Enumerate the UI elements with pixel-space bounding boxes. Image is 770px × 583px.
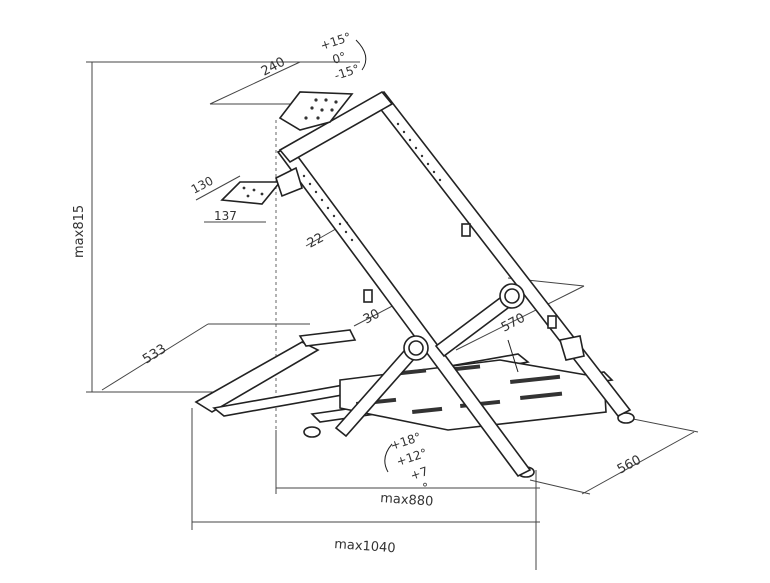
label-wheel-plus15: +15° <box>319 30 353 53</box>
left-hinge-center <box>408 340 424 356</box>
dimension-labels: max815 533 560 570 22 30 240 130 137 max… <box>72 55 644 557</box>
label-max815: max815 <box>72 205 87 258</box>
label-570: 570 <box>499 311 528 336</box>
left-knob <box>363 289 373 303</box>
pedal-adjust-pin <box>507 339 519 373</box>
label-560: 560 <box>615 453 644 478</box>
base-depth-dimension-line <box>581 431 695 495</box>
base-depth-bottom-extension <box>529 479 591 495</box>
shifter-plate-holes <box>304 98 338 120</box>
base-depth-top-extension <box>627 417 699 433</box>
frame-width-dimension-line <box>455 285 585 351</box>
side-bracket <box>558 335 585 361</box>
shifter-mount <box>220 91 354 205</box>
label-130: 130 <box>189 174 216 197</box>
small-shifter-plate <box>220 181 282 205</box>
front-crossbar <box>194 341 320 413</box>
shifter-plate <box>278 91 354 131</box>
pedal-tilt-labels: +18° +12° +7 ° <box>389 430 430 495</box>
rear-clamp <box>298 329 357 347</box>
wheel-tilt-labels: +15° 0° -15° <box>319 30 362 83</box>
upright-adjust-holes <box>302 122 442 242</box>
left-foot <box>303 426 321 438</box>
right-knob <box>461 223 471 237</box>
label-wheel-0: 0° <box>331 49 348 67</box>
wheel-frame <box>276 90 632 478</box>
label-137: 137 <box>214 209 237 223</box>
shifter-plate-dimension-line <box>209 61 301 105</box>
small-plate-bracket <box>275 166 303 198</box>
pedal-width-dimension-line <box>101 323 209 391</box>
side-knob <box>547 315 557 329</box>
wheel-tilt-arc <box>355 39 367 71</box>
right-hinge-center <box>504 288 520 304</box>
right-foot <box>617 412 635 424</box>
label-pedal-plus7: +7 <box>409 464 430 483</box>
small-plate-130-dimension-line <box>195 175 241 201</box>
label-22: 22 <box>305 231 327 252</box>
pedal-tilt-arc <box>384 443 393 473</box>
label-pedal-degree: ° <box>422 481 428 495</box>
label-max1040: max1040 <box>334 537 396 556</box>
top-crossbar <box>278 90 394 164</box>
small-plate-holes <box>242 186 264 198</box>
label-max880: max880 <box>380 491 434 510</box>
label-240: 240 <box>259 55 288 80</box>
label-30: 30 <box>361 307 383 328</box>
